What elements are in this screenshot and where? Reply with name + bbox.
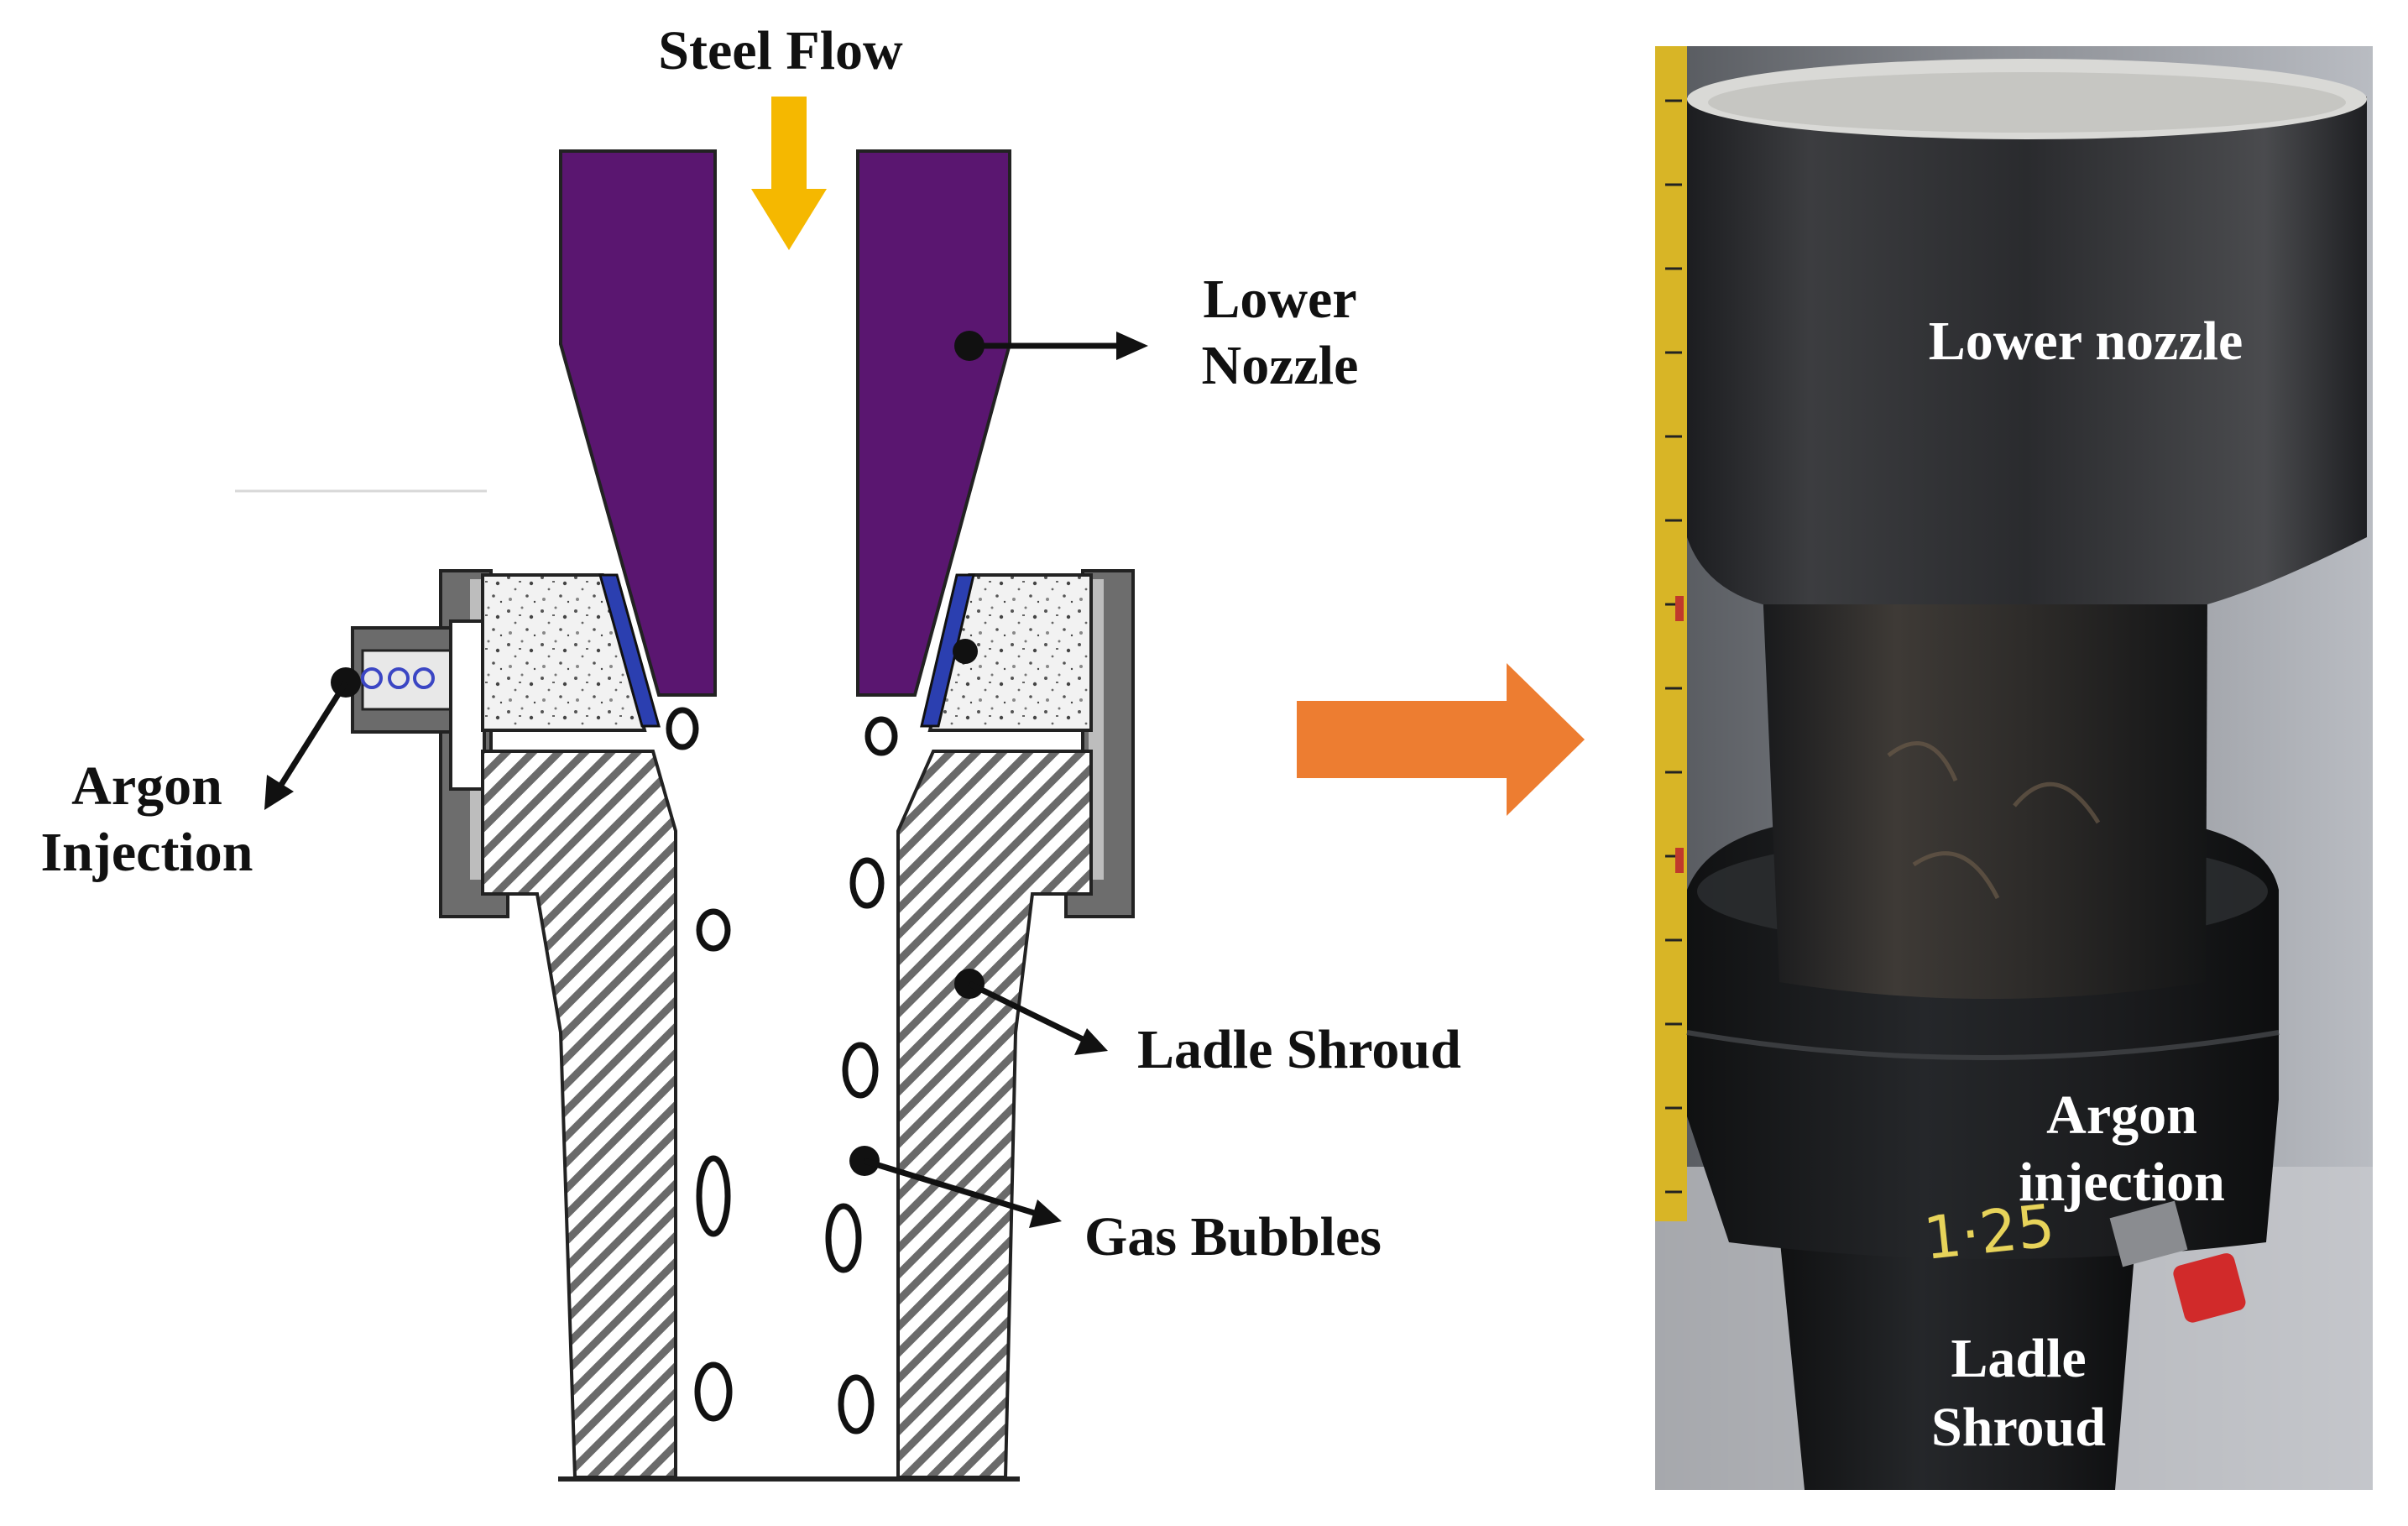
measuring-tape (1655, 46, 1687, 1221)
refractory-block (481, 573, 1093, 732)
marking-text: 1·25 (1920, 1191, 2058, 1273)
leader-lower-nozzle (954, 331, 1148, 361)
gas-bubble (825, 1203, 862, 1273)
seal (598, 573, 975, 728)
gas-bubble (838, 1374, 875, 1435)
shroud-stem (1779, 1234, 2136, 1490)
photo: 1·25 Lower nozzle Argon injection Ladle … (1655, 46, 2373, 1490)
label-argon-line2: Injection (41, 822, 253, 883)
leader-argon-injection (264, 667, 361, 810)
photo-label-lower-nozzle: Lower nozzle (1929, 311, 2243, 372)
photo-label-argon-line1: Argon (2046, 1084, 2197, 1146)
label-lower-nozzle-line2: Nozzle (1202, 335, 1359, 396)
gas-bubble (666, 707, 699, 750)
label-lower-nozzle-line1: Lower (1203, 269, 1356, 330)
gas-bubble (842, 1042, 879, 1099)
gas-bubble (849, 857, 885, 909)
leader-gas-bubbles (849, 1146, 1062, 1228)
schematic: Steel Flow Lower Nozzle Argon Injection … (41, 20, 1461, 1482)
middle-sleeve (1763, 588, 2207, 999)
gas-bubble (694, 1361, 733, 1422)
label-argon-line1: Argon (71, 755, 222, 817)
gas-bubble (864, 716, 898, 756)
lower-nozzle (559, 149, 1011, 697)
photo-label-ladle-line1: Ladle (1951, 1328, 2086, 1389)
gas-bubbles (666, 707, 898, 1435)
lower-nozzle-photo (1687, 97, 2367, 604)
argon-inlet-fitting (351, 619, 486, 791)
argon-fitting-photo (2109, 1200, 2246, 1323)
label-gas-bubbles: Gas Bubbles (1084, 1206, 1382, 1267)
label-steel-flow: Steel Flow (658, 20, 903, 81)
leader-ladle-shroud (954, 969, 1108, 1055)
ladle-shroud-wall (481, 750, 1093, 1482)
argon-port-dot (953, 639, 978, 664)
gas-bubble (696, 1155, 731, 1237)
photo-label-argon-line2: injection (2019, 1152, 2225, 1213)
transition-arrow (1297, 663, 1585, 816)
photo-label-ladle-line2: Shroud (1931, 1397, 2106, 1458)
gas-bubble (696, 908, 731, 952)
label-ladle-shroud: Ladle Shroud (1137, 1019, 1461, 1080)
steel-flow-arrow (751, 97, 827, 250)
